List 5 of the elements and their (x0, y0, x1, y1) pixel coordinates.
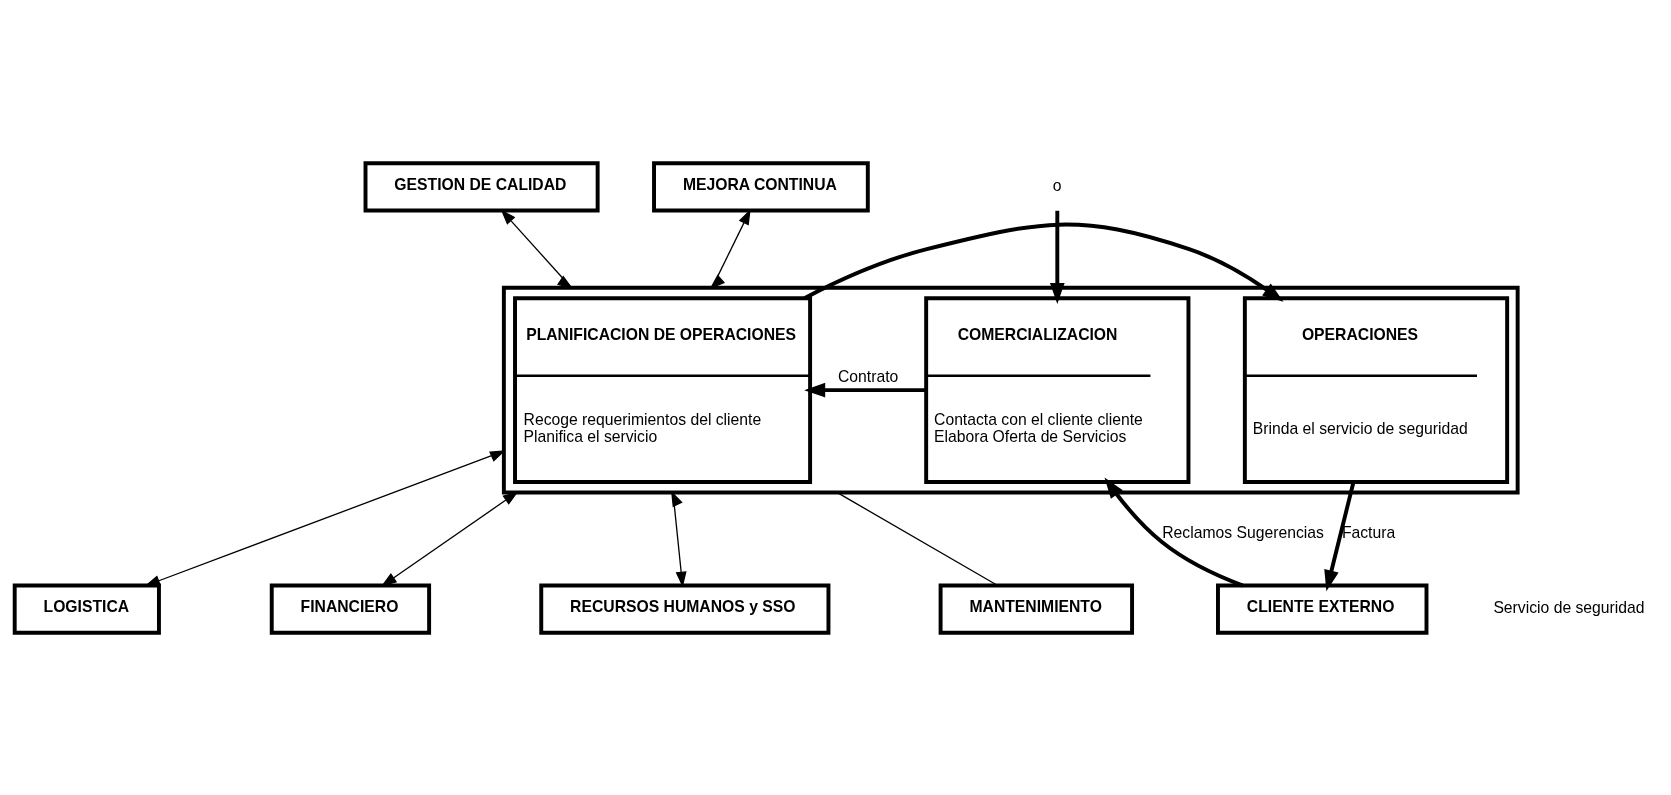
label: Servicio de seguridad (1492, 598, 1645, 616)
node-text: o (1052, 176, 1061, 194)
edge-label: Reclamos Sugerencias (1161, 523, 1324, 541)
edge-label: Contrato (837, 367, 898, 385)
edge-label: Factura (1341, 523, 1395, 541)
